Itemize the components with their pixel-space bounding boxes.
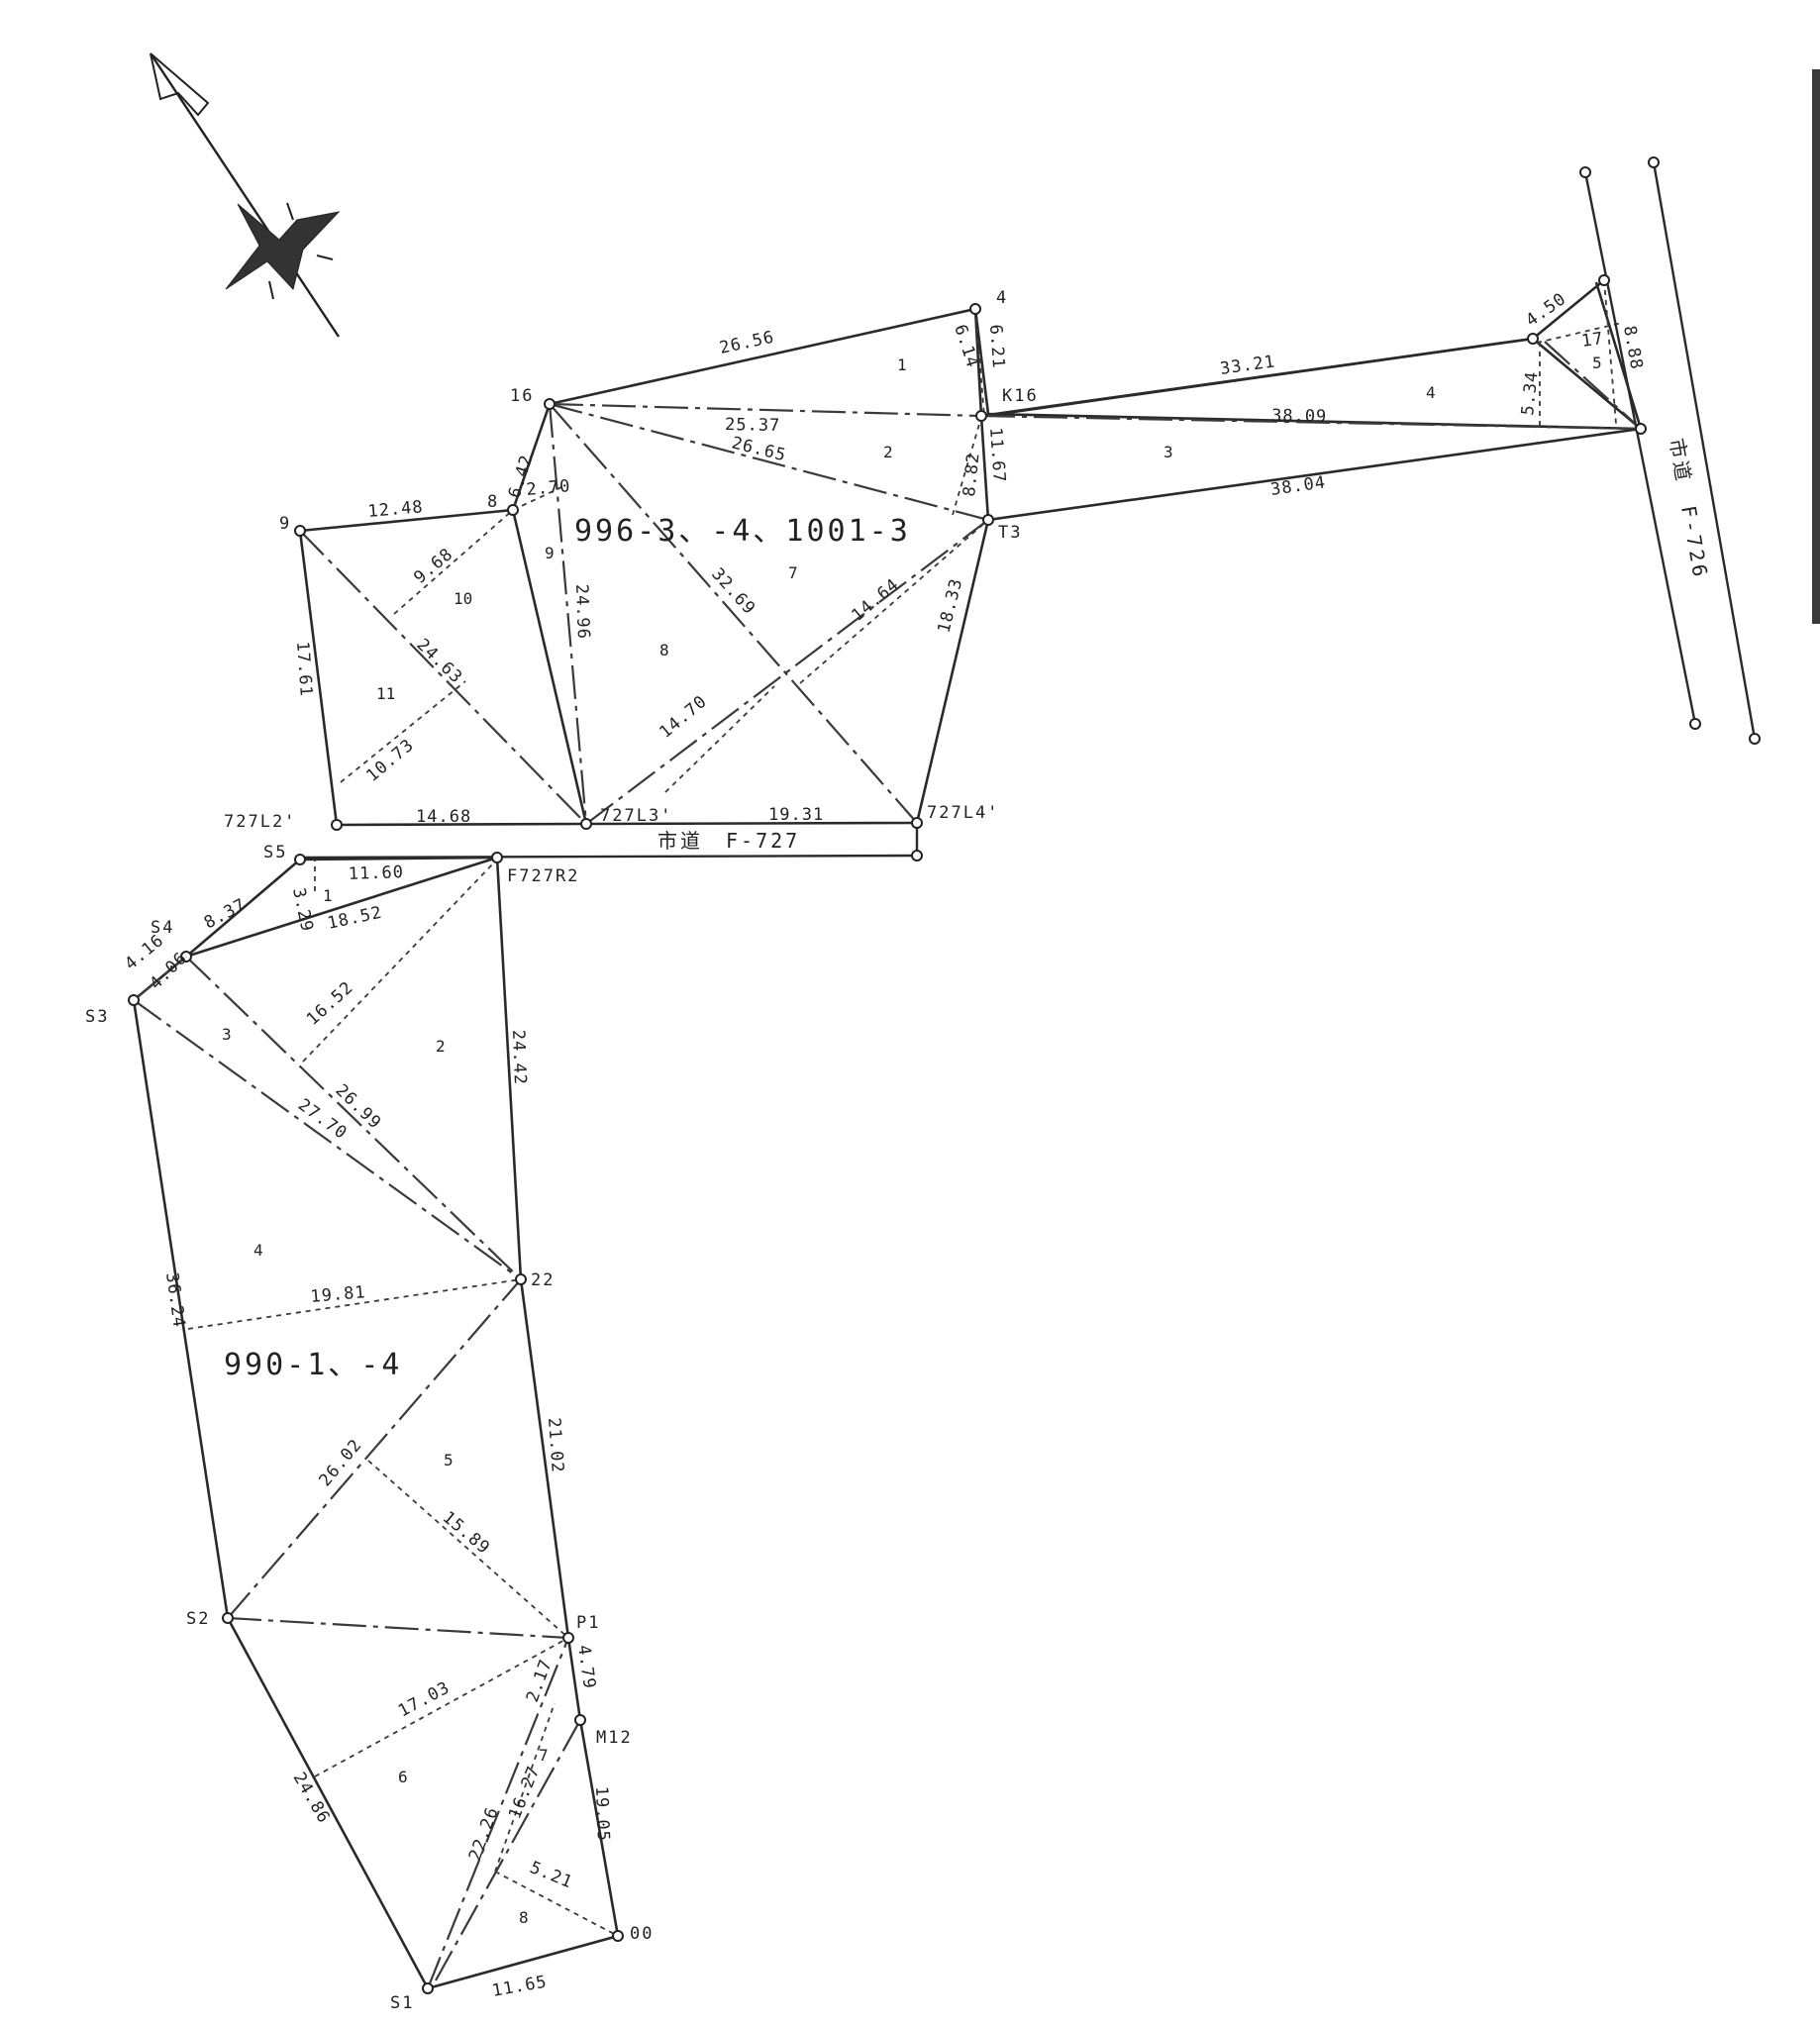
- triangle-number: 9: [545, 544, 555, 562]
- road-label-f727: 市道 F-727: [657, 829, 800, 853]
- triangle-number: 4: [253, 1241, 263, 1260]
- dim-label: 19.05: [591, 1785, 613, 1842]
- dim-label: 21.02: [544, 1417, 567, 1473]
- parcel-number-north: 996-3、-4、1001-3: [574, 514, 911, 549]
- dim-label: 12.48: [367, 497, 425, 522]
- point-label-s2: S2: [186, 1609, 210, 1629]
- triangle-number: 5: [1592, 354, 1602, 372]
- triangle-number: 7: [539, 1746, 549, 1765]
- north-parcel-boundary: [298, 278, 1645, 827]
- dim-label: 38.04: [1269, 472, 1327, 500]
- dim-label: 3.29: [288, 886, 317, 934]
- dimension-labels-south: 11.60 8.37 3.29 18.52 4.16 4.06 16.52 24…: [121, 862, 613, 2001]
- triangle-number: 11: [376, 684, 395, 703]
- dim-label: 11.65: [490, 1972, 549, 2000]
- triangle-number: 2: [883, 443, 893, 461]
- dim-label: 24.42: [508, 1029, 530, 1085]
- dim-label: 16.27: [505, 1763, 545, 1822]
- dim-label: 24.86: [289, 1770, 334, 1828]
- dim-label: 19.81: [310, 1282, 367, 1307]
- point-label-s1: S1: [390, 1993, 414, 2013]
- dim-label: 8.82: [960, 452, 984, 498]
- dim-label: 38.09: [1271, 406, 1328, 427]
- point-label-16: 16: [510, 386, 534, 406]
- dim-label: 11.67: [985, 427, 1009, 483]
- point-label-22: 22: [531, 1270, 555, 1290]
- dim-label: 24.96: [571, 583, 593, 640]
- triangle-number: 1: [323, 886, 333, 905]
- dim-label: 16.52: [303, 977, 357, 1029]
- point-label-s3: S3: [85, 1007, 109, 1027]
- point-label-s4: S4: [151, 918, 174, 938]
- dim-label: 25.37: [725, 415, 781, 436]
- scan-edge-bar: [1812, 69, 1820, 624]
- dimension-labels-north: 26.56 6.21 6.14 25.37 26.65 8.82 11.67 3…: [292, 289, 1647, 827]
- triangle-number: 10: [454, 589, 472, 608]
- point-label-4: 4: [996, 288, 1008, 308]
- dim-label: 6.21: [985, 324, 1008, 369]
- dim-label: 18.52: [326, 903, 384, 934]
- south-parcel-diagonals: [133, 956, 581, 1989]
- point-label-8: 8: [487, 492, 499, 512]
- dim-label: 2.70: [526, 476, 572, 500]
- dim-label: 9.68: [410, 545, 456, 588]
- dim-label: 4.50: [1522, 289, 1569, 331]
- point-label-00: 00: [630, 1924, 654, 1944]
- triangle-number: 8: [659, 641, 669, 659]
- triangle-number: 1: [897, 355, 907, 374]
- point-label-f727r2: F727R2: [507, 866, 579, 886]
- dim-label: 17.61: [292, 641, 316, 697]
- dim-label: 26.02: [316, 1435, 366, 1490]
- dim-label: 15.89: [439, 1508, 494, 1559]
- triangle-number: 5: [444, 1451, 454, 1470]
- triangle-number: 7: [788, 563, 798, 582]
- point-label-m12: M12: [596, 1728, 633, 1748]
- dim-label: 19.31: [768, 805, 824, 825]
- point-label-727l2: 727L2': [224, 812, 296, 832]
- dim-label: 4.79: [573, 1644, 599, 1690]
- dim-label: 8.37: [201, 895, 250, 934]
- point-label-k16: K16: [1002, 386, 1039, 406]
- dim-label: 11.60: [348, 862, 404, 884]
- dim-label: 24.63: [413, 635, 466, 687]
- triangle-number: 3: [222, 1025, 232, 1044]
- dim-label: 36.24: [161, 1271, 189, 1329]
- triangle-number: 6: [398, 1768, 408, 1786]
- point-label-s5: S5: [263, 843, 287, 862]
- triangle-number: 3: [1163, 443, 1173, 461]
- dim-label: 32.69: [707, 564, 758, 619]
- road-f726: [1579, 156, 1761, 745]
- point-label-9: 9: [279, 514, 291, 534]
- dim-label: 5.34: [1518, 370, 1543, 417]
- dim-label: 17: [1580, 329, 1605, 352]
- point-labels: 4 16 K16 T3 9 8 727L2' 727L3' 727L4' S5 …: [85, 288, 1039, 2013]
- dim-label: 22.26: [465, 1804, 503, 1864]
- north-parcel-diagonals: [299, 341, 1642, 825]
- south-parcel-perpendiculars: [187, 860, 619, 1937]
- point-label-727l3: 727L3': [600, 806, 672, 826]
- point-label-727l4: 727L4': [927, 803, 999, 823]
- triangle-number: 8: [519, 1908, 529, 1927]
- north-arrow-compass-icon: [150, 52, 341, 338]
- triangle-number: 2: [436, 1037, 446, 1056]
- dim-label: 14.68: [416, 807, 471, 827]
- survey-points: [128, 274, 1647, 1994]
- dim-label: 26.65: [730, 433, 788, 465]
- north-parcel-perpendiculars: [340, 279, 1623, 793]
- triangle-numbers: 1 2 3 4 5 7 8 9 10 11 1 2 3 4 5 6 7 8: [222, 354, 1602, 1927]
- point-label-t3: T3: [998, 523, 1022, 543]
- triangle-number: 4: [1426, 383, 1436, 402]
- point-label-p1: P1: [576, 1613, 600, 1633]
- dim-label: 5.21: [527, 1858, 575, 1892]
- parcel-number-south: 990-1、-4: [224, 1348, 402, 1382]
- road-f727: [299, 823, 923, 862]
- dim-label: 26.56: [718, 328, 776, 358]
- dim-label: 17.03: [395, 1677, 454, 1721]
